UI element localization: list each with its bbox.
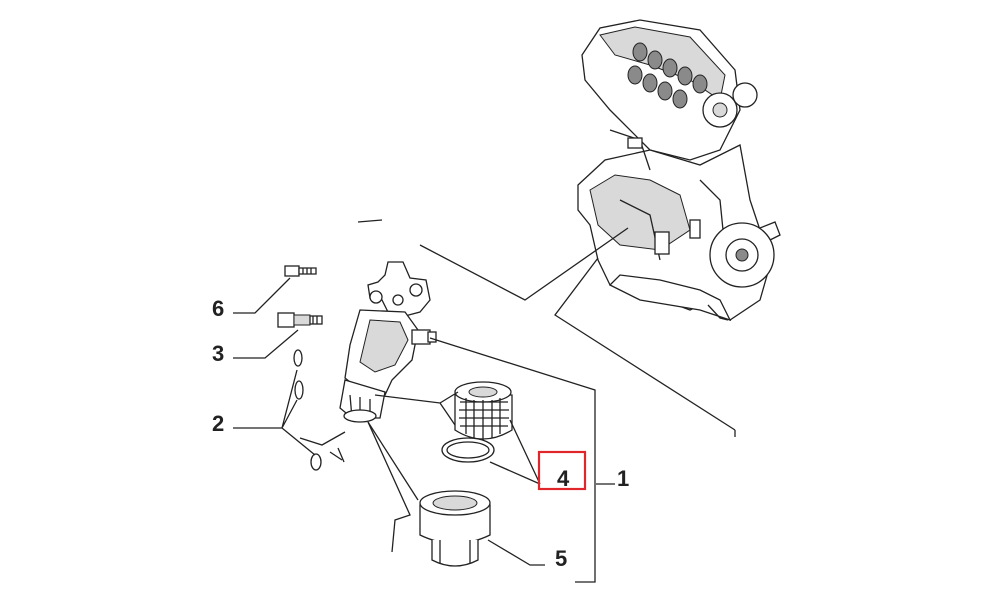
leader-engine-top — [357, 219, 383, 223]
leader-engine-to-housing — [419, 227, 629, 301]
callout-3-label: 3 — [212, 341, 224, 366]
oil-filter-housing — [339, 261, 437, 423]
sensor-part-3 — [277, 312, 323, 328]
callout-5-label: 5 — [555, 546, 567, 571]
filter-element-part-4 — [441, 381, 513, 463]
bolt-part-6 — [284, 265, 317, 277]
highlight-box-callout-4 — [537, 450, 587, 491]
leader-6 — [233, 277, 291, 314]
callout-4-label: 4 — [557, 466, 570, 491]
engine-block-illustration — [577, 19, 781, 322]
callout-6-label: 6 — [212, 296, 224, 321]
leader-engine-bracket — [554, 257, 736, 431]
leader-5 — [487, 539, 545, 566]
leader-3 — [233, 329, 299, 359]
callout-2-label: 2 — [212, 411, 224, 436]
leader-1-bracket — [429, 337, 596, 583]
leader-4 — [489, 419, 541, 485]
callout-1-label: 1 — [617, 466, 629, 491]
o-rings-part-2 — [293, 349, 322, 471]
filter-cap-part-5 — [419, 490, 491, 567]
leader-2 — [233, 369, 316, 456]
